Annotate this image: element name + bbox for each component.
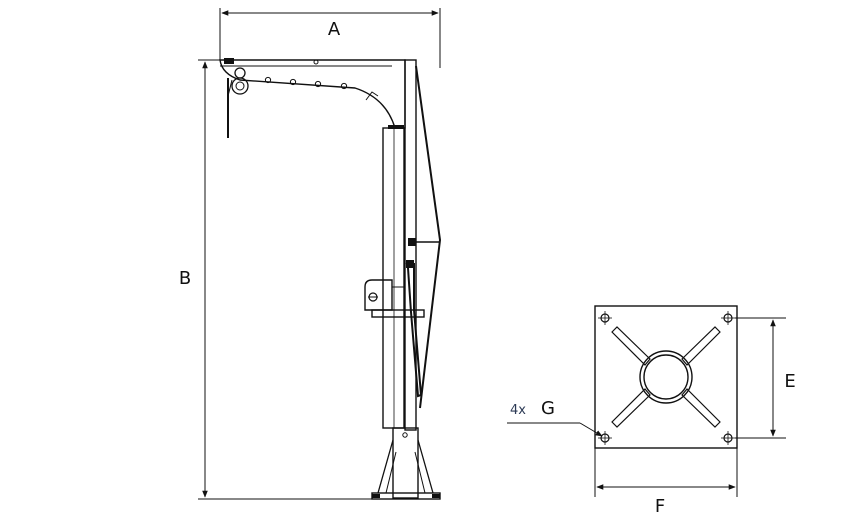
bolt-holes bbox=[598, 311, 735, 445]
jib-arm bbox=[219, 59, 406, 129]
hole-count-label: 4x bbox=[510, 403, 526, 418]
base-pedestal bbox=[371, 427, 441, 500]
central-tube-inner bbox=[643, 354, 689, 400]
dimension-a-label: A bbox=[328, 19, 341, 40]
dimension-a: A bbox=[219, 8, 441, 68]
slewing-handle bbox=[405, 260, 423, 398]
bolt-hole bbox=[721, 431, 735, 445]
dimension-g-label: G bbox=[541, 398, 555, 419]
base-plate-view: E F 4x G bbox=[507, 305, 796, 517]
trolley bbox=[224, 58, 249, 138]
winch bbox=[364, 279, 425, 318]
gusset-ribs bbox=[611, 326, 721, 428]
dimension-b-label: B bbox=[179, 268, 191, 289]
side-view: A B bbox=[179, 8, 442, 500]
central-tube-outer bbox=[639, 350, 693, 404]
dimension-f-label: F bbox=[655, 496, 665, 517]
dimension-f: F bbox=[594, 448, 738, 517]
dimension-g: 4x G bbox=[507, 398, 603, 437]
base-plate-outline bbox=[594, 305, 738, 449]
bolt-hole bbox=[721, 311, 735, 325]
diagonal-brace bbox=[408, 65, 442, 409]
dimension-e: E bbox=[735, 317, 796, 439]
dimension-b: B bbox=[179, 59, 372, 500]
bolt-hole bbox=[598, 431, 612, 445]
dimension-e-label: E bbox=[784, 371, 795, 392]
bolt-hole bbox=[598, 311, 612, 325]
